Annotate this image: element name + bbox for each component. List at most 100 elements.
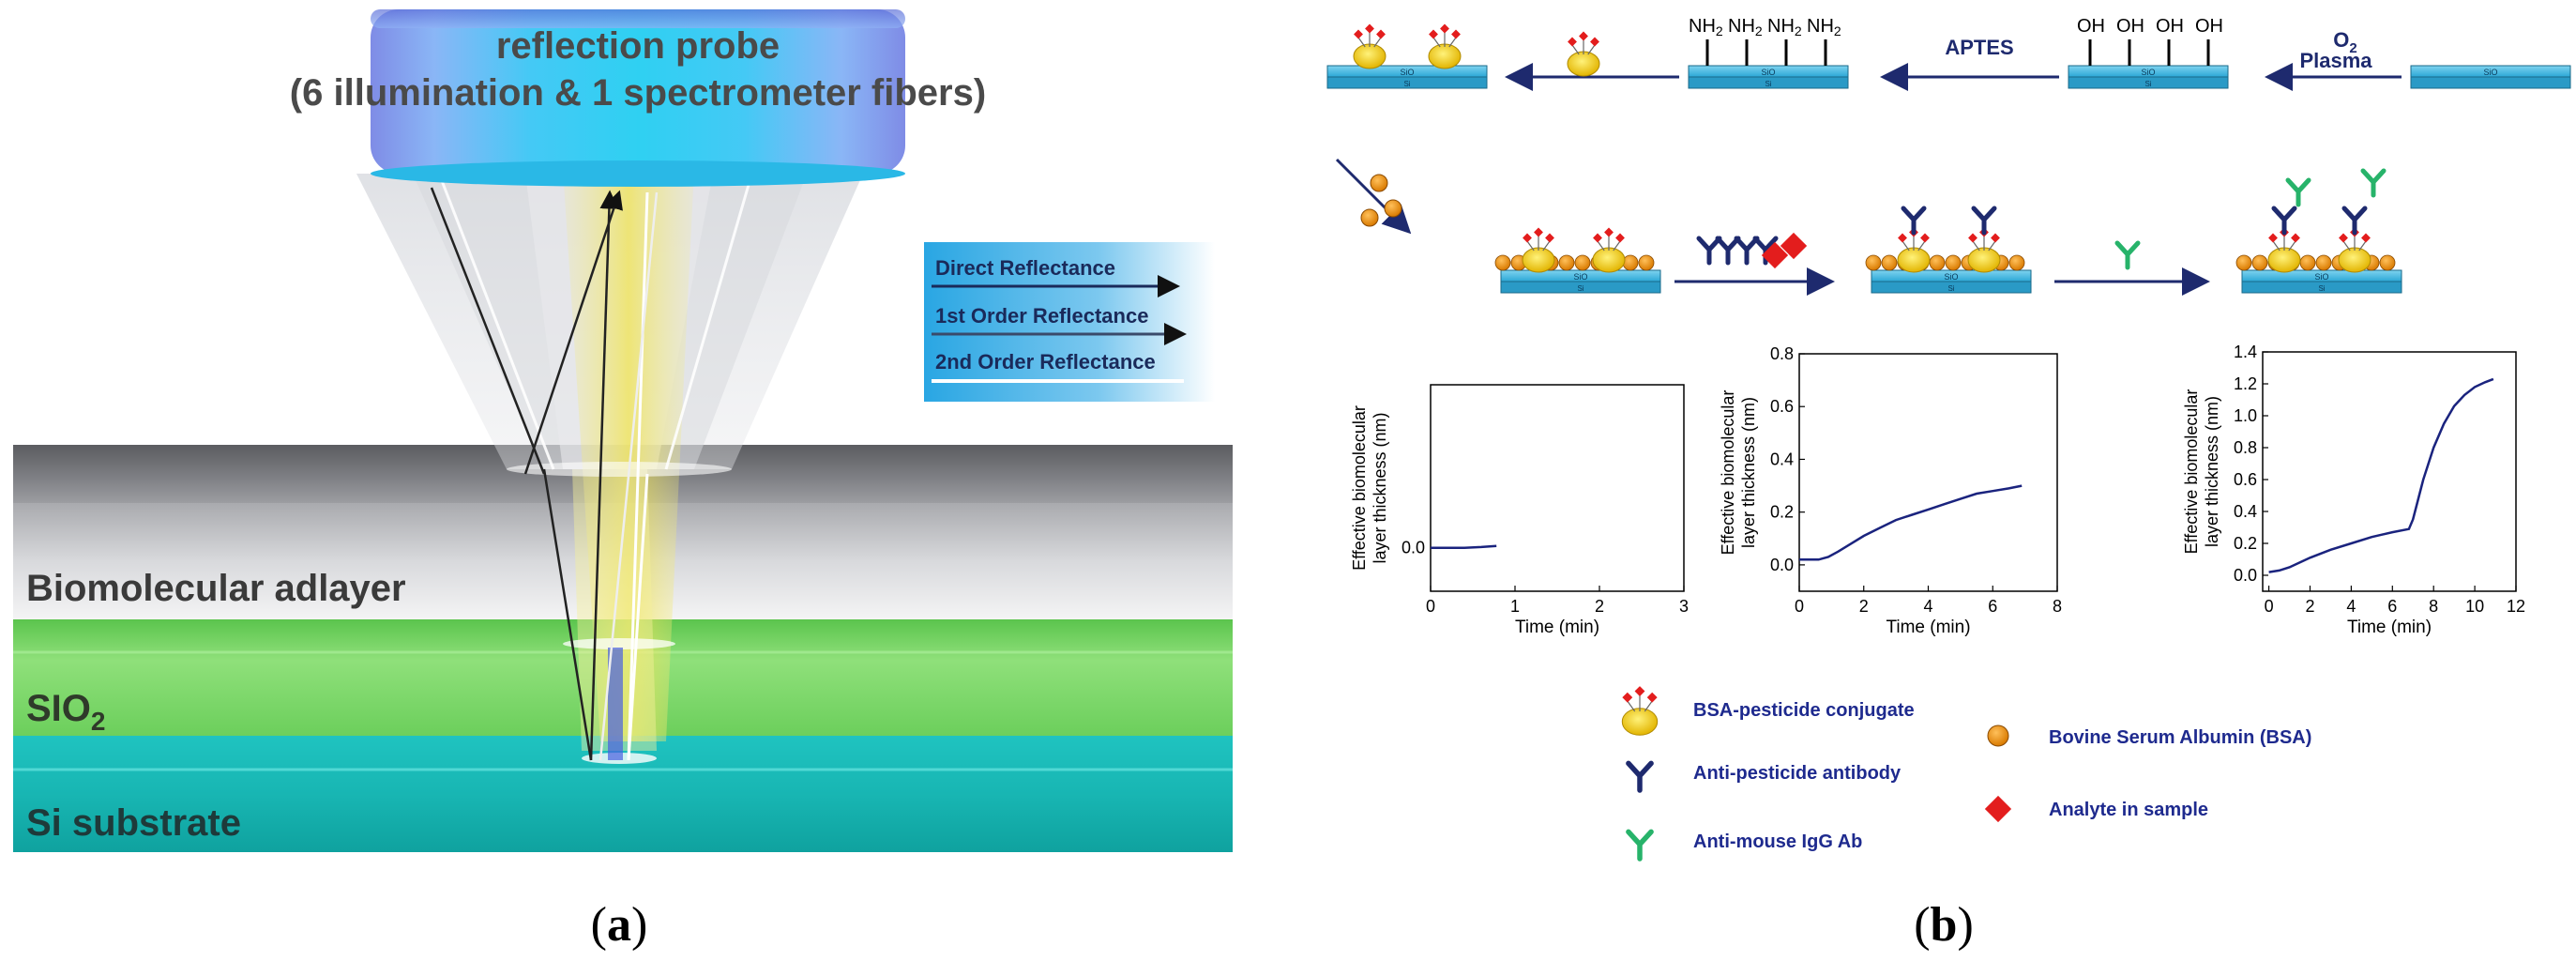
legend-antibody-label: Anti-pesticide antibody bbox=[1693, 763, 1902, 784]
x-tick-label: 0 bbox=[1426, 597, 1435, 616]
y-tick-label: 0.4 bbox=[2234, 502, 2257, 521]
chip-si-layer bbox=[2068, 76, 2229, 89]
series-line bbox=[1431, 544, 1497, 549]
y-tick-label: 0.0 bbox=[1402, 539, 1425, 557]
y-tick-label: 1.0 bbox=[2234, 406, 2257, 425]
antibody-shape bbox=[2341, 206, 2368, 236]
bsa-ball bbox=[1881, 254, 1898, 271]
chip-si-text: Si bbox=[2144, 80, 2151, 88]
bsa-ball bbox=[1865, 254, 1882, 271]
pesticide-hapten bbox=[1451, 29, 1461, 39]
bsa-ball bbox=[2235, 254, 2252, 271]
legend-analyte-label: Analyte in sample bbox=[2049, 800, 2208, 820]
pesticide-hapten bbox=[1604, 227, 1614, 237]
antibody-shape bbox=[1696, 236, 1722, 266]
caption-a: (a) bbox=[591, 898, 648, 952]
plot-frame bbox=[1430, 384, 1685, 592]
bsa-ball bbox=[2299, 254, 2316, 271]
y-tick-label: 0.6 bbox=[1770, 397, 1794, 416]
x-tick-label: 6 bbox=[2387, 597, 2397, 616]
bsa-ball bbox=[1558, 254, 1575, 271]
legend-first-order-label: 1st Order Reflectance bbox=[935, 304, 1148, 328]
bsa-ball bbox=[1574, 254, 1591, 271]
bsa-ball bbox=[2251, 254, 2268, 271]
pesticide-hapten bbox=[1920, 233, 1930, 243]
y-tick-label: 0.6 bbox=[2234, 470, 2257, 489]
probe-subtitle: (6 illumination & 1 spectrometer fibers) bbox=[290, 72, 986, 114]
nh2-group-label: NH2 bbox=[1728, 16, 1763, 38]
oh-group-label: OH bbox=[2116, 16, 2144, 37]
pesticide-hapten bbox=[1968, 233, 1977, 243]
panel-b-legend: BSA-pesticide conjugate Anti-pesticide a… bbox=[1621, 686, 2311, 862]
x-tick-label: 2 bbox=[2305, 597, 2314, 616]
pesticide-hapten bbox=[1376, 29, 1386, 39]
x-tick-label: 1 bbox=[1510, 597, 1520, 616]
legend-anti-mouse-icon bbox=[1626, 829, 1654, 862]
sio2-label: SIO2 bbox=[26, 688, 105, 736]
legend-bsa-icon bbox=[1987, 725, 2009, 747]
bsa-ball bbox=[1622, 254, 1639, 271]
antibody-shape bbox=[2360, 168, 2387, 198]
chip-si-layer bbox=[1326, 76, 1488, 89]
x-tick-label: 2 bbox=[1595, 597, 1604, 616]
nh2-group-label: NH2 bbox=[1689, 16, 1723, 38]
reflectance-legend: Direct Reflectance 1st Order Reflectance… bbox=[924, 242, 1215, 402]
pesticide-hapten bbox=[1545, 233, 1554, 243]
x-tick-label: 4 bbox=[1923, 597, 1932, 616]
chip-sio2-text: SiO bbox=[2314, 272, 2328, 282]
x-axis-label: Time (min) bbox=[2347, 618, 2432, 637]
antibody-shape bbox=[2271, 206, 2297, 236]
pesticide-hapten bbox=[1622, 692, 1633, 703]
step-oh-chip: SiO Si OH OH OH OH bbox=[2068, 16, 2229, 89]
bsa-blob bbox=[1967, 247, 2001, 273]
step-blocked-chip: SiO Si bbox=[1494, 227, 1661, 294]
legend-bsa-conjugate-label: BSA-pesticide conjugate bbox=[1693, 700, 1915, 721]
panel-a: reflection probe (6 illumination & 1 spe… bbox=[13, 9, 1233, 952]
x-axis-label: Time (min) bbox=[1515, 618, 1599, 637]
bsa-ball bbox=[1945, 254, 1962, 271]
bsa-ball bbox=[1494, 254, 1511, 271]
pesticide-hapten bbox=[1568, 37, 1577, 47]
light-cone bbox=[356, 169, 863, 764]
oh-group-label: OH bbox=[2195, 16, 2223, 37]
legend-bsa-label: Bovine Serum Albumin (BSA) bbox=[2049, 727, 2311, 748]
pesticide-hapten bbox=[1590, 37, 1599, 47]
pesticide-hapten bbox=[1365, 23, 1374, 34]
adlayer-label: Biomolecular adlayer bbox=[26, 568, 406, 609]
bsa-ball bbox=[1929, 254, 1946, 271]
pesticide-hapten bbox=[2339, 233, 2348, 243]
antibody-shape bbox=[1901, 206, 1927, 236]
pesticide-hapten bbox=[2268, 233, 2278, 243]
chip-si-text: Si bbox=[1577, 284, 1583, 293]
legend-antibody-icon bbox=[1626, 760, 1654, 793]
y-tick-label: 1.2 bbox=[2234, 374, 2257, 393]
bsa-ball bbox=[2008, 254, 2025, 271]
bsa-blob bbox=[1428, 43, 1462, 69]
x-tick-label: 3 bbox=[1679, 597, 1689, 616]
bsa-blob bbox=[1621, 708, 1659, 736]
bsa-blob bbox=[2267, 247, 2301, 273]
pesticide-hapten bbox=[1429, 29, 1438, 39]
chip-si-layer bbox=[1500, 281, 1661, 294]
chip-sio2-text: SiO bbox=[2141, 68, 2155, 77]
antibody-shape bbox=[1626, 829, 1654, 862]
chip-si-layer bbox=[1688, 76, 1849, 89]
antibody-shape bbox=[1971, 206, 1997, 236]
reflection-probe: reflection probe (6 illumination & 1 spe… bbox=[290, 9, 986, 187]
chip-sio2-text: SiO bbox=[1573, 272, 1587, 282]
svg-text:SiO: SiO bbox=[2483, 68, 2497, 77]
oh-group-label: OH bbox=[2156, 16, 2184, 37]
pesticide-hapten bbox=[1898, 233, 1907, 243]
oh-group-label: OH bbox=[2077, 16, 2105, 37]
o2-label: O2 bbox=[2333, 28, 2356, 56]
chip-si-layer bbox=[1871, 281, 2032, 294]
plasma-label: Plasma bbox=[2299, 49, 2372, 72]
